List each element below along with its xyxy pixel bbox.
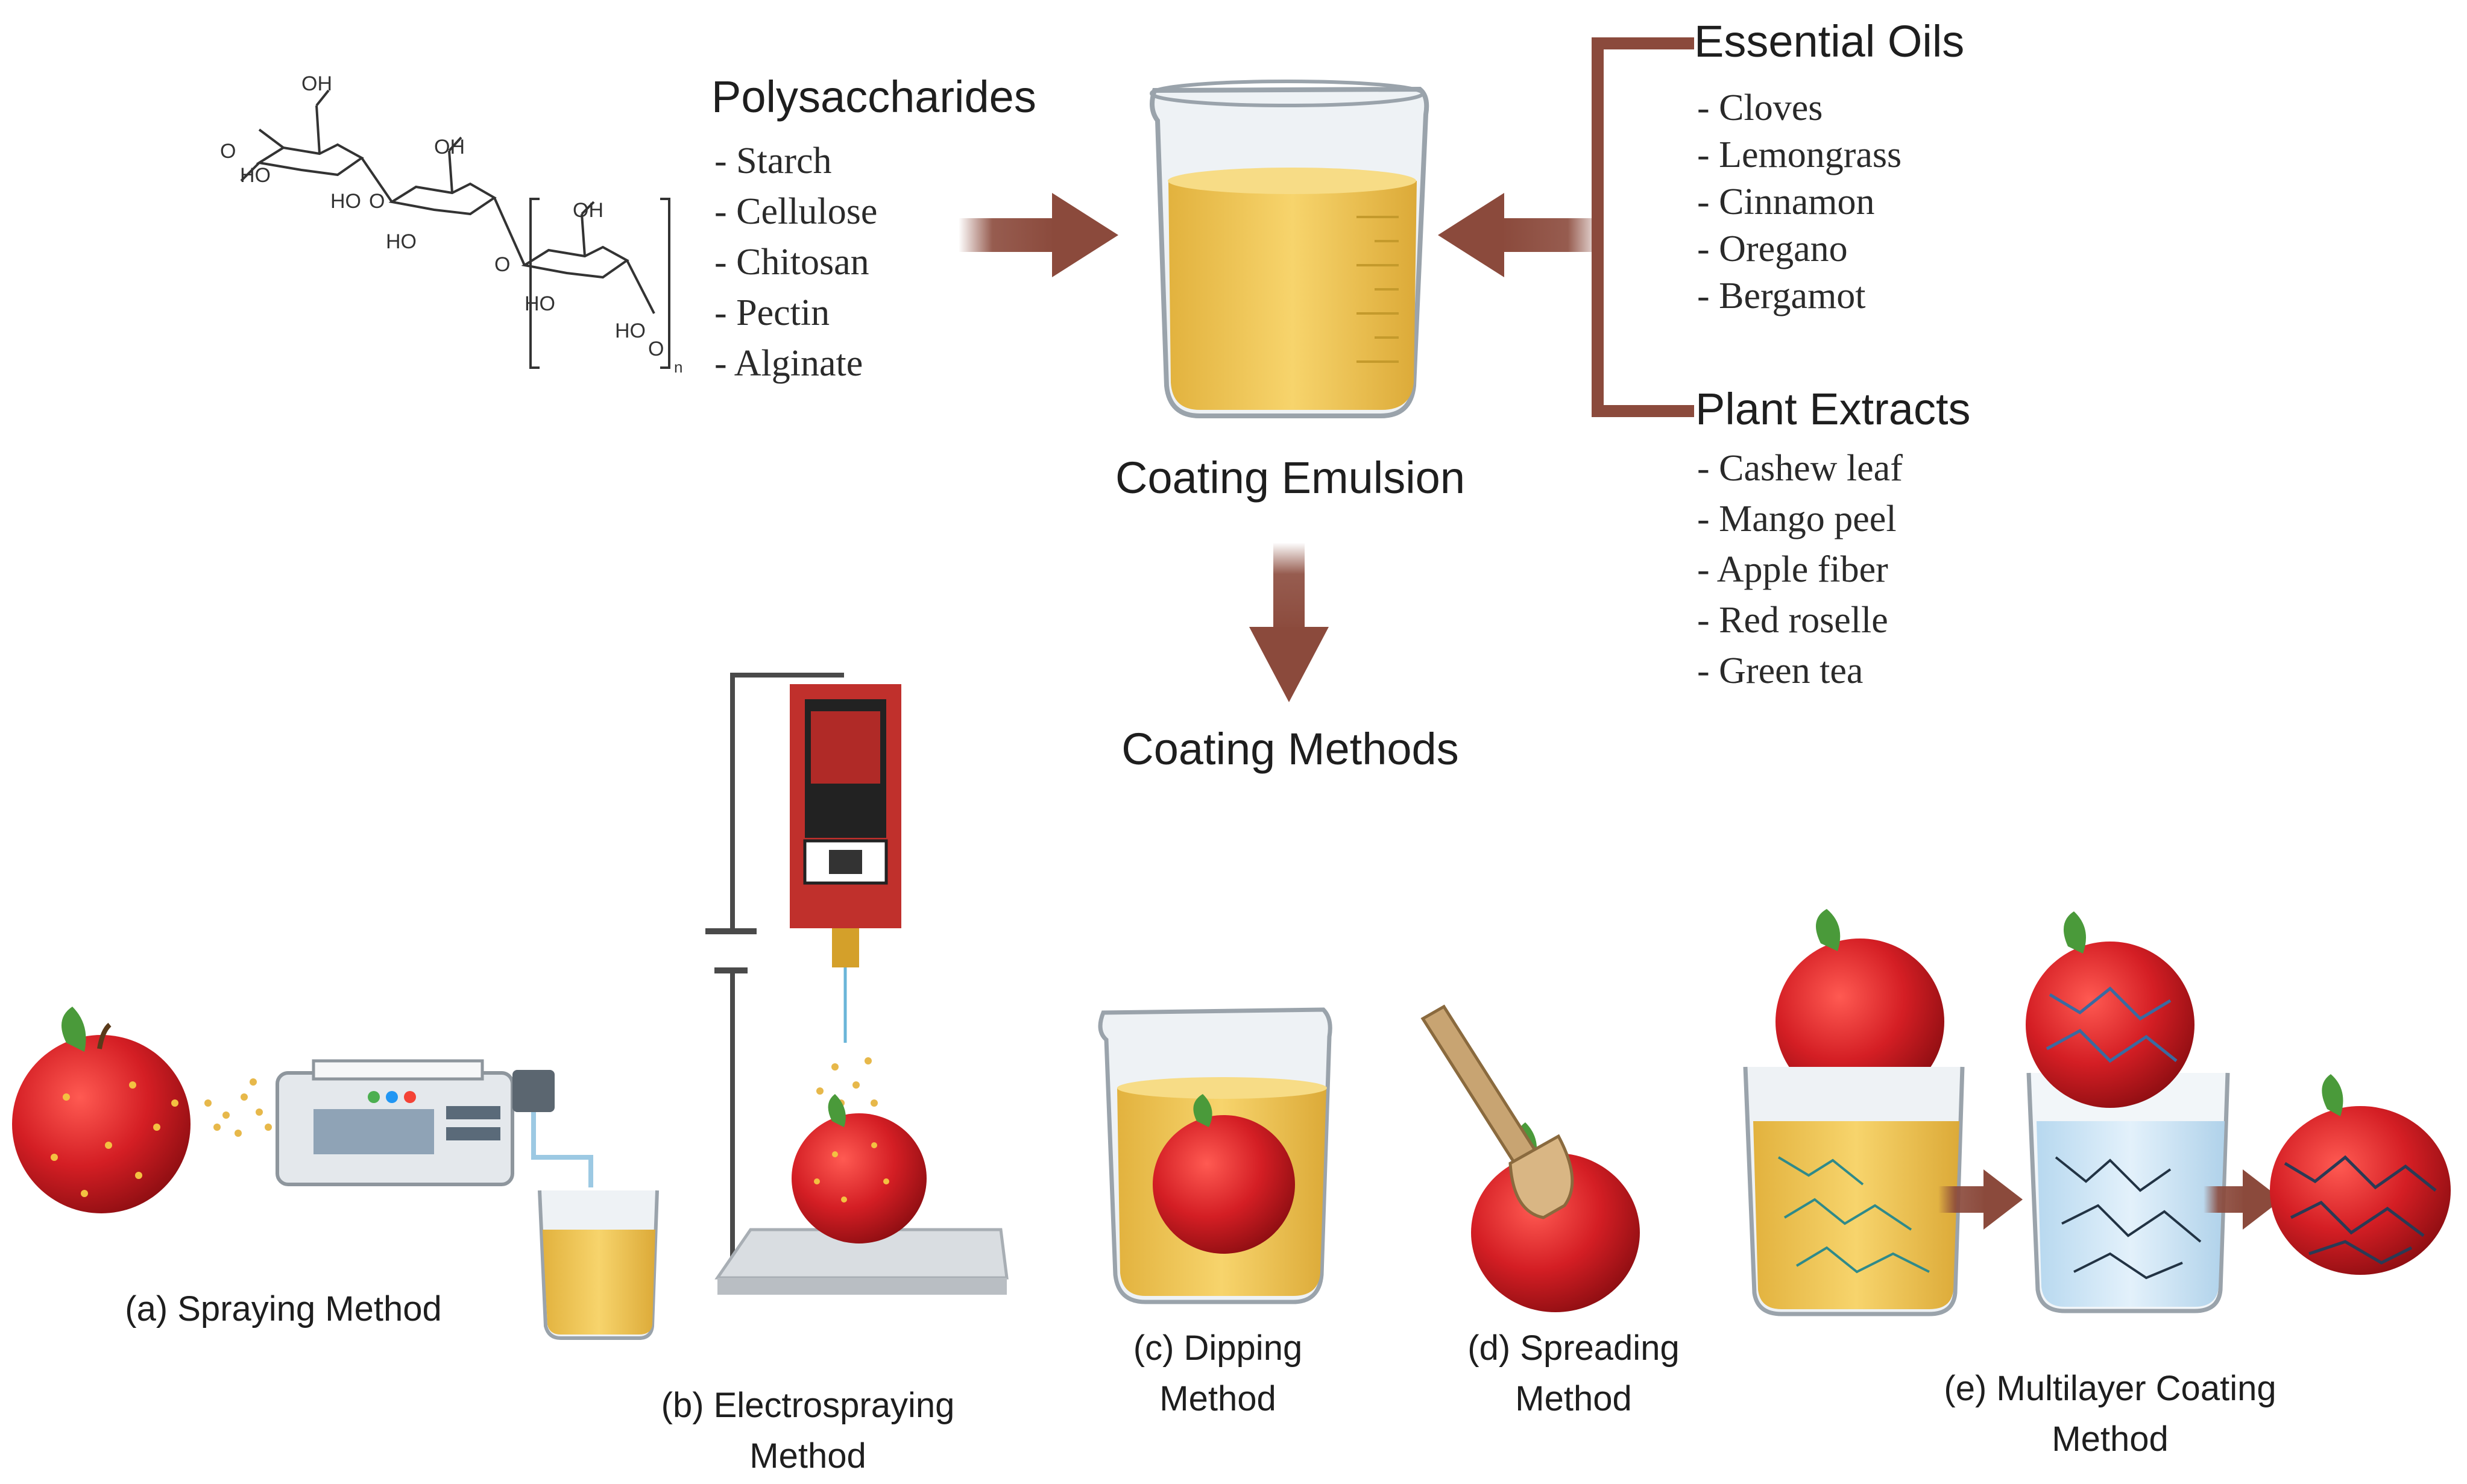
coating-emulsion-beaker-icon	[1150, 80, 1429, 418]
multilayer-second-apple-icon	[2026, 911, 2194, 1108]
syringe-pump-icon	[276, 1059, 593, 1187]
list-item: - Apple fiber	[1697, 549, 1888, 590]
list-item: - Green tea	[1697, 650, 1864, 691]
list-item: - Red roselle	[1697, 600, 1888, 641]
spray-mist	[204, 1078, 272, 1137]
oh-label: OH	[573, 199, 603, 222]
electrospraying-apple-icon	[792, 1094, 927, 1243]
method-e-caption: (e) Multilayer Coating Method	[1869, 1363, 2351, 1465]
o-label: O	[369, 190, 385, 213]
ho-label: HO	[386, 230, 417, 253]
list-item: - Lemongrass	[1697, 134, 1902, 175]
list-item: - Chitosan	[714, 242, 869, 283]
coating-methods-label: Coating Methods	[1121, 724, 1459, 774]
method-b-line1: (b) Electrospraying	[661, 1386, 955, 1425]
coating-emulsion-label: Coating Emulsion	[1115, 453, 1465, 503]
method-c-line1: (c) Dipping	[1133, 1328, 1303, 1368]
plant-extracts-title: Plant Extracts	[1695, 384, 1971, 434]
multilayer-first-apple-icon	[1775, 909, 1944, 1105]
method-d-line2: Method	[1515, 1379, 1632, 1418]
method-a-line1: (a) Spraying Method	[125, 1289, 442, 1328]
ho-label: HO	[525, 292, 555, 315]
multilayer-first-beaker-icon	[1743, 1066, 1965, 1316]
polysaccharides-title: Polysaccharides	[711, 72, 1036, 122]
essential-oils-title: Essential Oils	[1694, 16, 1965, 66]
polysaccharide-structure-icon	[240, 89, 670, 369]
ho-label: HO	[615, 319, 646, 342]
list-item: - Mango peel	[1697, 498, 1897, 539]
list-item: - Alginate	[714, 343, 863, 384]
ho-label: HO	[330, 190, 361, 213]
electrospraying-apparatus-icon	[705, 673, 1009, 1295]
multilayer-second-beaker-icon	[2026, 1072, 2230, 1313]
method-d-line1: (d) Spreading	[1467, 1328, 1680, 1368]
list-item: - Cinnamon	[1697, 181, 1875, 222]
arrow-polysaccharides-to-emulsion	[959, 193, 1118, 277]
list-item: - Starch	[714, 140, 832, 181]
n-subscript-label: n	[674, 358, 682, 376]
method-c-line2: Method	[1159, 1379, 1276, 1418]
method-a-caption: (a) Spraying Method	[84, 1284, 482, 1335]
spraying-apple-icon	[12, 1007, 191, 1213]
method-e-line2: Method	[2052, 1420, 2169, 1459]
method-d-caption: (d) Spreading Method	[1405, 1323, 1742, 1424]
oh-label: OH	[301, 72, 332, 95]
o-label: O	[220, 140, 236, 163]
o-label: O	[648, 338, 664, 360]
arrow-additives-to-emulsion	[1438, 193, 1604, 277]
arrow-emulsion-to-methods	[1249, 542, 1329, 702]
method-b-caption: (b) Electrospraying Method	[609, 1380, 1007, 1482]
list-item: - Bergamot	[1697, 275, 1866, 316]
additives-bracket	[1592, 37, 1694, 417]
polysaccharides-list: - Starch - Cellulose - Chitosan - Pectin…	[714, 136, 877, 389]
essential-oils-list: - Cloves - Lemongrass - Cinnamon - Orega…	[1697, 84, 1901, 319]
oh-label: OH	[434, 136, 465, 159]
list-item: - Oregano	[1697, 228, 1848, 269]
list-item: - Cloves	[1697, 87, 1823, 128]
spraying-emulsion-beaker-icon	[538, 1190, 659, 1340]
method-e-line1: (e) Multilayer Coating	[1944, 1369, 2276, 1408]
method-b-line2: Method	[749, 1436, 866, 1476]
dipping-apple-icon	[1153, 1094, 1295, 1254]
ho-label: HO	[240, 164, 271, 187]
multilayer-arrow-2	[2204, 1169, 2282, 1230]
multilayer-coated-apple-icon	[2270, 1074, 2451, 1275]
multilayer-arrow-1	[1938, 1169, 2023, 1230]
method-c-caption: (c) Dipping Method	[1049, 1323, 1387, 1424]
plant-extracts-list: - Cashew leaf - Mango peel - Apple fiber…	[1697, 443, 1903, 696]
list-item: - Cashew leaf	[1697, 448, 1903, 489]
o-label: O	[494, 253, 510, 276]
list-item: - Cellulose	[714, 191, 878, 232]
list-item: - Pectin	[714, 292, 830, 333]
spatula-icon	[1420, 1004, 1574, 1219]
structure-atom-labels: OH OH OH HO HO HO HO HO O O O O n	[220, 72, 682, 376]
